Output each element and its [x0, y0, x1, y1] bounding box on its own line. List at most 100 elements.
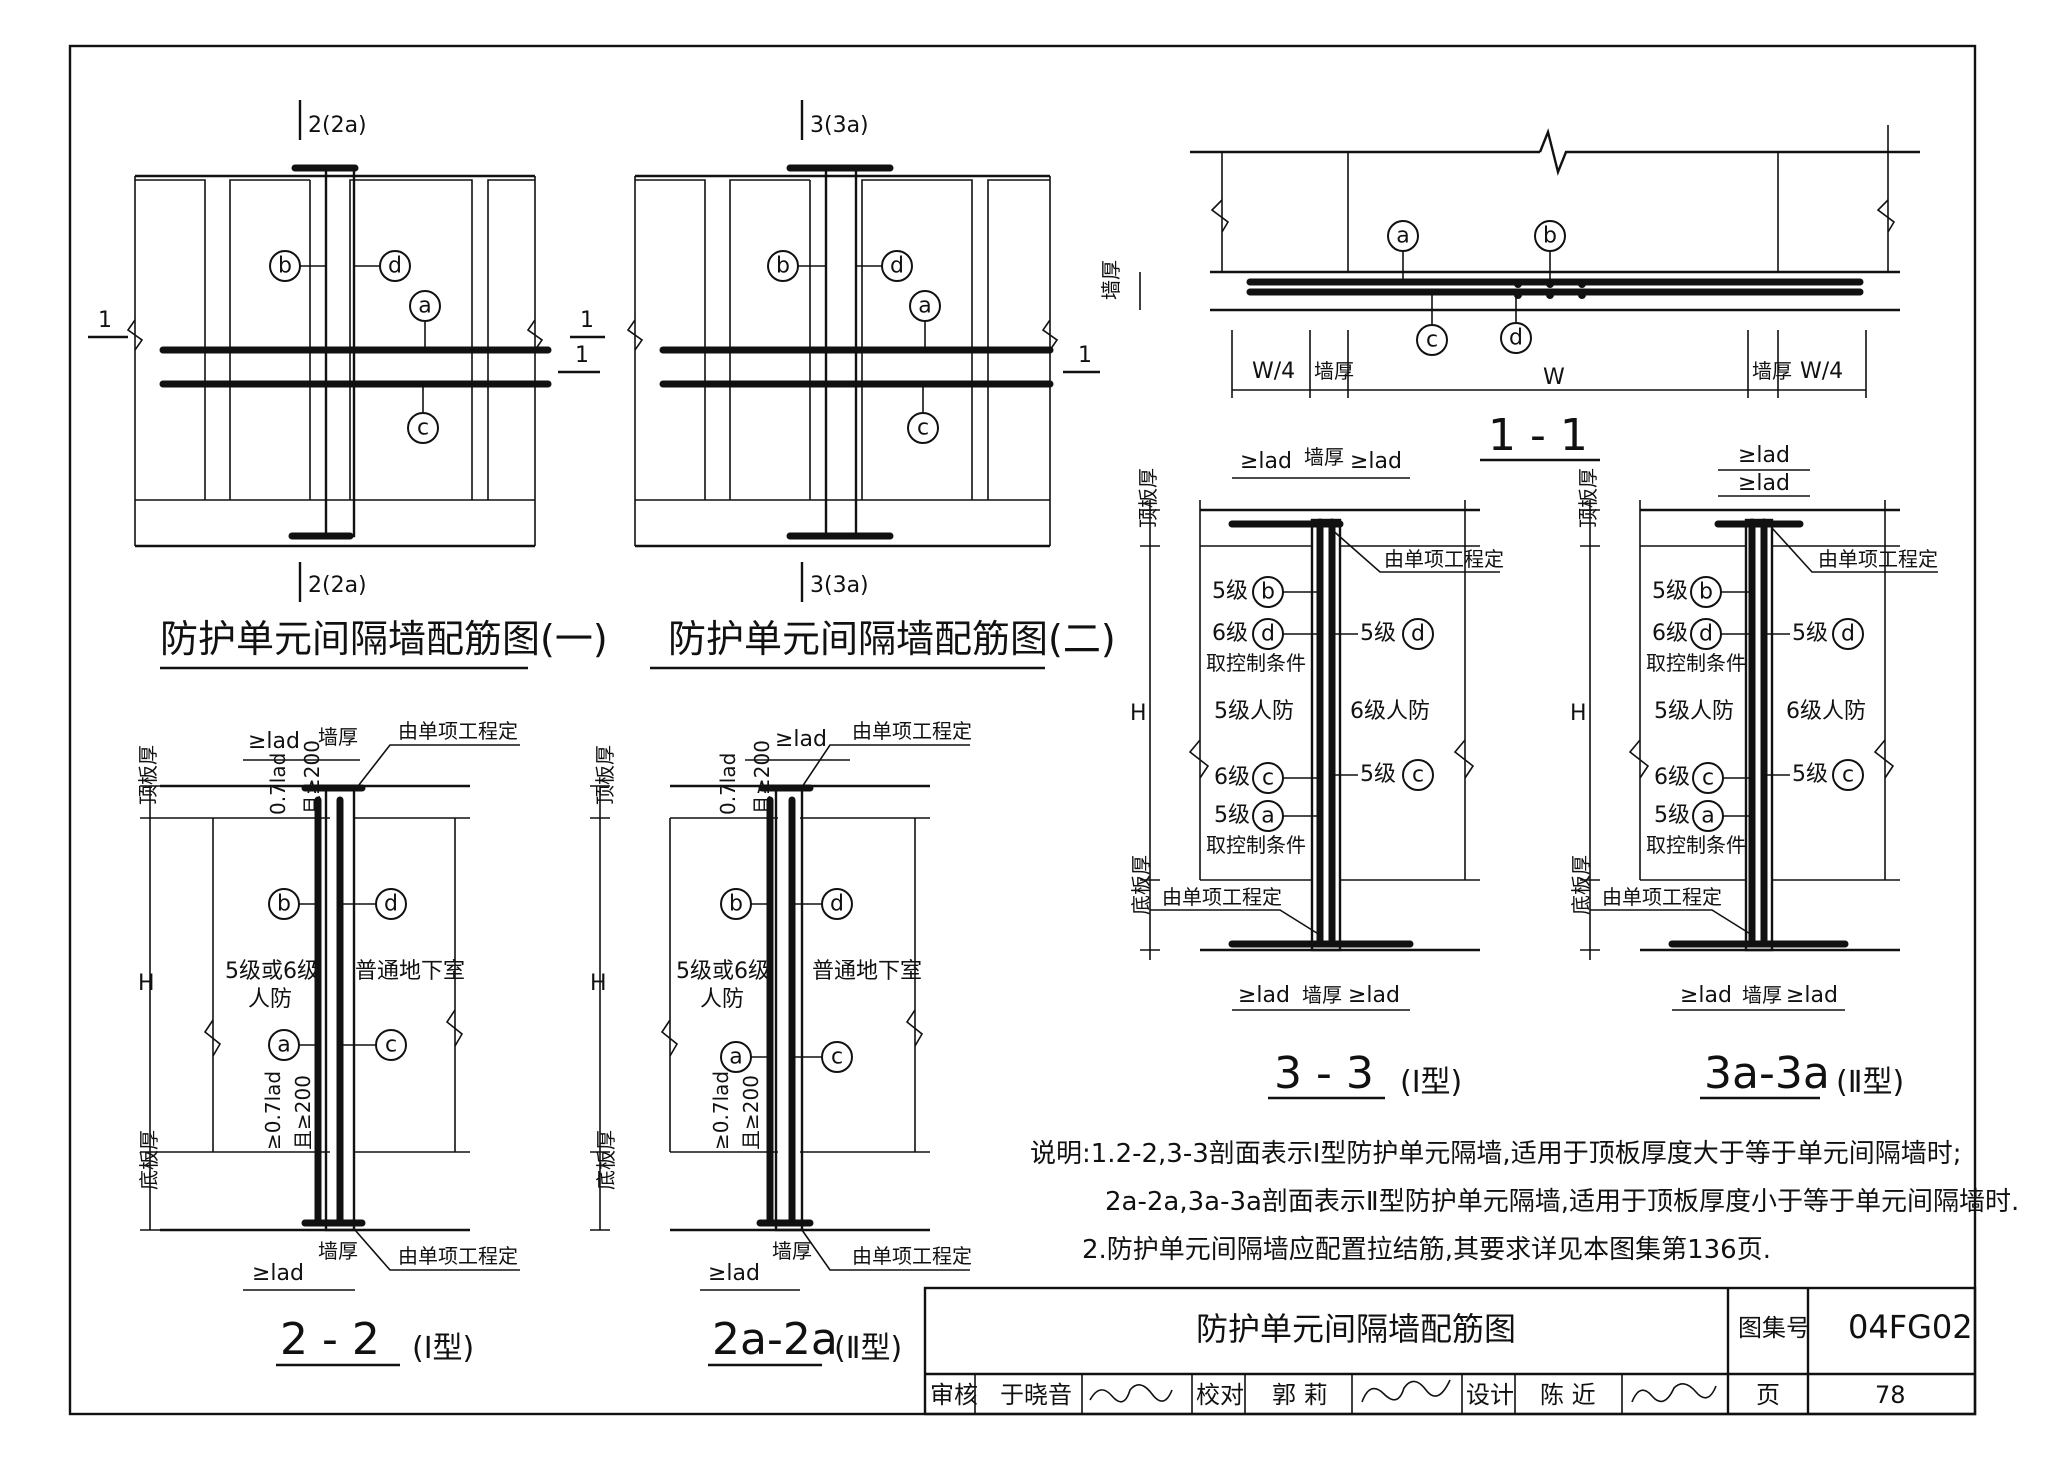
s3a-right-mark-d: d [1841, 622, 1855, 647]
tb-checker-signature [1361, 1379, 1451, 1403]
s2a-left-room-1: 5级或6级 [676, 959, 770, 984]
s33-cond-bottom: 取控制条件 [1206, 833, 1306, 857]
s22-left-room-1: 5级或6级 [225, 959, 319, 984]
s3a-cond-top: 取控制条件 [1646, 651, 1746, 675]
s3a-bottom-slab: 底板厚 [1569, 855, 1593, 915]
s2a-mark-b: b [729, 892, 743, 917]
s22-lad-bottom: ≥lad [252, 1261, 304, 1286]
cut-mark-bottom-left: 2(2a) [308, 573, 367, 598]
s3a-right-grade5-c: 5级 [1792, 762, 1828, 787]
s3a-right-room: 6级人防 [1786, 699, 1866, 724]
s22-type: (Ⅰ型) [412, 1331, 474, 1366]
s33-top-slab: 顶板厚 [1136, 468, 1160, 528]
s33-bottom-slab: 底板厚 [1129, 855, 1153, 915]
section-2-2: 顶板厚 H 底板厚 ≥lad 墙厚 由单项工程定 0.7lad 且≥200 ≥0… [136, 719, 520, 1367]
s3a-mark-c: c [1702, 766, 1714, 791]
s3a-right-grade5-d: 5级 [1792, 621, 1828, 646]
s33-right-grade5-d: 5级 [1360, 621, 1396, 646]
plan-title-1: 防护单元间隔墙配筋图(一) [160, 617, 608, 661]
s33-label: 3 - 3 [1274, 1048, 1374, 1099]
s33-wall-thk-top: 墙厚 [1304, 445, 1344, 469]
s22-by-project-top: 由单项工程定 [398, 719, 518, 743]
section-mark-left-1b: 1 [575, 343, 589, 368]
note-line-1: 说明:1.2-2,3-3剖面表示Ⅰ型防护单元隔墙,适用于顶板厚度大于等于单元间隔… [1030, 1139, 1961, 1169]
s2a-mark-c: c [831, 1045, 843, 1070]
tb-design-label: 设计 [1466, 1381, 1514, 1409]
s22-h: H [138, 971, 155, 996]
tb-check-label: 校对 [1196, 1381, 1244, 1409]
s22-top-slab: 顶板厚 [136, 745, 160, 805]
s22-lap-top: 0.7lad [266, 753, 290, 815]
section-2a-2a: 顶板厚 H 底板厚 ≥lad 由单项工程定 0.7lad 且≥200 ≥0.7l… [590, 719, 972, 1367]
s11-label: 1 - 1 [1488, 410, 1588, 461]
s33-mark-a: a [1261, 804, 1274, 829]
s3a-grade5-b: 5级 [1652, 579, 1688, 604]
s33-by-project-bottom: 由单项工程定 [1162, 885, 1282, 909]
s2a-mark-a: a [729, 1045, 742, 1070]
s33-cond-top: 取控制条件 [1206, 651, 1306, 675]
s33-right-mark-c: c [1412, 763, 1424, 788]
s2a-lap-top2: 且≥200 [750, 740, 774, 815]
s3a-grade6-c: 6级 [1654, 765, 1690, 790]
s33-mark-c: c [1262, 766, 1274, 791]
s2a-h: H [590, 971, 607, 996]
s2a-lap-bot2: 且≥200 [739, 1075, 763, 1150]
tb-designer: 陈 近 [1540, 1381, 1596, 1409]
s22-mark-c: c [385, 1033, 397, 1058]
s33-lad-bottom-left: ≥lad [1238, 983, 1290, 1008]
rebar-mark-a [409, 290, 441, 322]
title-block: 防护单元间隔墙配筋图 图集号 04FG02 审核 于晓音 校对 郭 莉 设计 陈… [923, 1286, 1977, 1416]
s2a-lap-bot: ≥0.7lad [709, 1071, 733, 1150]
s3a-lad-top2: ≥lad [1738, 471, 1790, 496]
s11-w-quarter-left: W/4 [1252, 359, 1295, 384]
cut-mark-top-right: 3(3a) [810, 113, 869, 138]
tb-page-no: 78 [1875, 1381, 1906, 1409]
rebar-mark-b [767, 250, 799, 282]
rebar-mark-b-label: b [776, 254, 790, 279]
rebar-mark-c [907, 412, 939, 444]
s33-mark-b: b [1261, 580, 1275, 605]
s22-lap-bot2: 且≥200 [291, 1075, 315, 1150]
s33-h: H [1130, 701, 1147, 726]
section-1-1: a b c d 墙厚 W/4 墙厚 W 墙厚 W/4 1 - 1 [1099, 125, 1920, 462]
s33-wall-thk-bottom: 墙厚 [1302, 983, 1342, 1007]
s33-lad-top-left: ≥lad [1240, 449, 1292, 474]
notes: 说明:1.2-2,3-3剖面表示Ⅰ型防护单元隔墙,适用于顶板厚度大于等于单元间隔… [1030, 1139, 2019, 1265]
cut-mark-bottom-right: 3(3a) [810, 573, 869, 598]
s2a-lap-top: 0.7lad [716, 753, 740, 815]
s11-w: W [1543, 365, 1565, 390]
s33-mark-d: d [1261, 622, 1275, 647]
rebar-mark-d-label: d [388, 254, 402, 279]
s2a-top-slab: 顶板厚 [593, 745, 617, 805]
s3a-lad-bottom-left: ≥lad [1680, 983, 1732, 1008]
s33-right-grade5-c: 5级 [1360, 762, 1396, 787]
s2a-by-project-top: 由单项工程定 [852, 719, 972, 743]
s22-mark-b: b [277, 892, 291, 917]
note-line-3: 2.防护单元间隔墙应配置拉结筋,其要求详见本图集第136页. [1082, 1235, 1771, 1265]
plan-view-2: 1 1 3(3a) 3(3a) b d a c 防护单元间隔墙配筋图(二) [570, 100, 1116, 670]
rebar-mark-a-label: a [418, 294, 431, 319]
tb-atlas-label: 图集号 [1738, 1314, 1810, 1342]
rebar-mark-a-label: a [918, 294, 931, 319]
s22-wall-thk-bottom: 墙厚 [318, 1239, 358, 1263]
tb-drawing-title: 防护单元间隔墙配筋图 [1196, 1310, 1516, 1348]
s11-w-quarter-right: W/4 [1800, 359, 1843, 384]
s22-label: 2 - 2 [280, 1314, 380, 1365]
s33-left-room: 5级人防 [1214, 699, 1294, 724]
tb-checker: 郭 莉 [1272, 1381, 1328, 1409]
plan-view-1: 1 1 2(2a) 2(2a) b d a c 防护单元间隔墙配筋图(一) [88, 100, 608, 670]
s3a-cond-bottom: 取控制条件 [1646, 833, 1746, 857]
s22-wall-thk-top: 墙厚 [318, 725, 358, 749]
s11-wall-thk-left: 墙厚 [1314, 359, 1354, 383]
s3a-mark-a: a [1701, 804, 1714, 829]
s2a-bottom-slab: 底板厚 [594, 1130, 618, 1190]
s33-grade5-b: 5级 [1212, 579, 1248, 604]
tb-reviewer: 于晓音 [1000, 1381, 1072, 1409]
s11-wall-thk-v: 墙厚 [1099, 260, 1123, 300]
s3a-type: (Ⅱ型) [1836, 1065, 1904, 1100]
s2a-type: (Ⅱ型) [834, 1331, 902, 1366]
s3a-right-mark-c: c [1842, 763, 1854, 788]
rebar-mark-c [407, 412, 439, 444]
s2a-left-room-2: 人防 [700, 987, 744, 1012]
s11-mark-a: a [1396, 224, 1409, 249]
